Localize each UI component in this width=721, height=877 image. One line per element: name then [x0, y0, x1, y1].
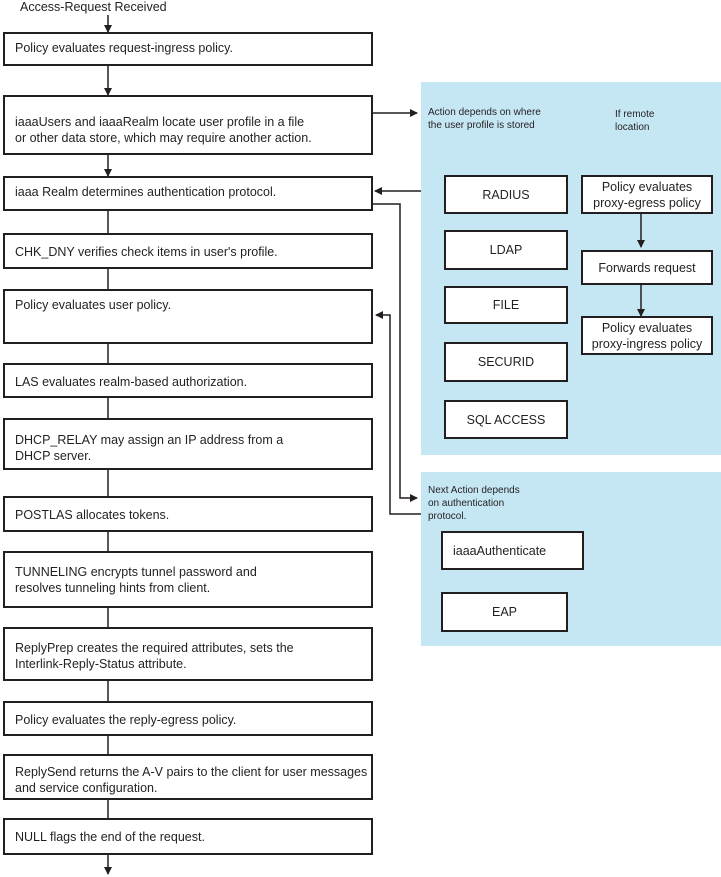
- step-determine-auth-protocol: iaaa Realm determines authentication pro…: [3, 176, 373, 211]
- step-locate-user-profile: iaaaUsers and iaaaRealm locate user prof…: [3, 95, 373, 155]
- step-tunneling: TUNNELING encrypts tunnel password and r…: [3, 551, 373, 608]
- step-dhcp-relay: DHCP_RELAY may assign an IP address from…: [3, 418, 373, 470]
- store-securid: SECURID: [444, 342, 568, 382]
- remote-location-note: If remote location: [615, 109, 655, 133]
- step-reply-prep: ReplyPrep creates the required attribute…: [3, 627, 373, 681]
- step-realm-authorization: LAS evaluates realm-based authorization.: [3, 363, 373, 398]
- step-reply-send: ReplySend returns the A-V pairs to the c…: [3, 754, 373, 800]
- auth-eap: EAP: [441, 592, 568, 632]
- auth-panel-note: Next Action depends on authentication pr…: [428, 485, 520, 522]
- remote-proxy-egress-policy: Policy evaluates proxy-egress policy: [581, 175, 713, 214]
- step-end-of-request: NULL flags the end of the request.: [3, 818, 373, 855]
- store-file: FILE: [444, 286, 568, 324]
- step-reply-egress-policy: Policy evaluates the reply-egress policy…: [3, 701, 373, 736]
- remote-proxy-ingress-policy: Policy evaluates proxy-ingress policy: [581, 316, 713, 355]
- step-check-items: CHK_DNY verifies check items in user's p…: [3, 233, 373, 269]
- store-panel-note: Action depends on where the user profile…: [428, 107, 541, 131]
- arrow-to-auth-panel: [373, 203, 418, 502]
- remote-forwards-request: Forwards request: [581, 250, 713, 285]
- step-allocate-tokens: POSTLAS allocates tokens.: [3, 496, 373, 532]
- arrow-from-auth-panel: [375, 311, 421, 515]
- auth-iaaa-authenticate: iaaaAuthenticate: [441, 531, 584, 570]
- start-label: Access-Request Received: [20, 0, 167, 14]
- store-sql-access: SQL ACCESS: [444, 400, 568, 439]
- step-user-policy: Policy evaluates user policy.: [3, 289, 373, 344]
- step-request-ingress-policy: Policy evaluates request-ingress policy.: [3, 32, 373, 66]
- store-ldap: LDAP: [444, 230, 568, 270]
- store-radius: RADIUS: [444, 175, 568, 214]
